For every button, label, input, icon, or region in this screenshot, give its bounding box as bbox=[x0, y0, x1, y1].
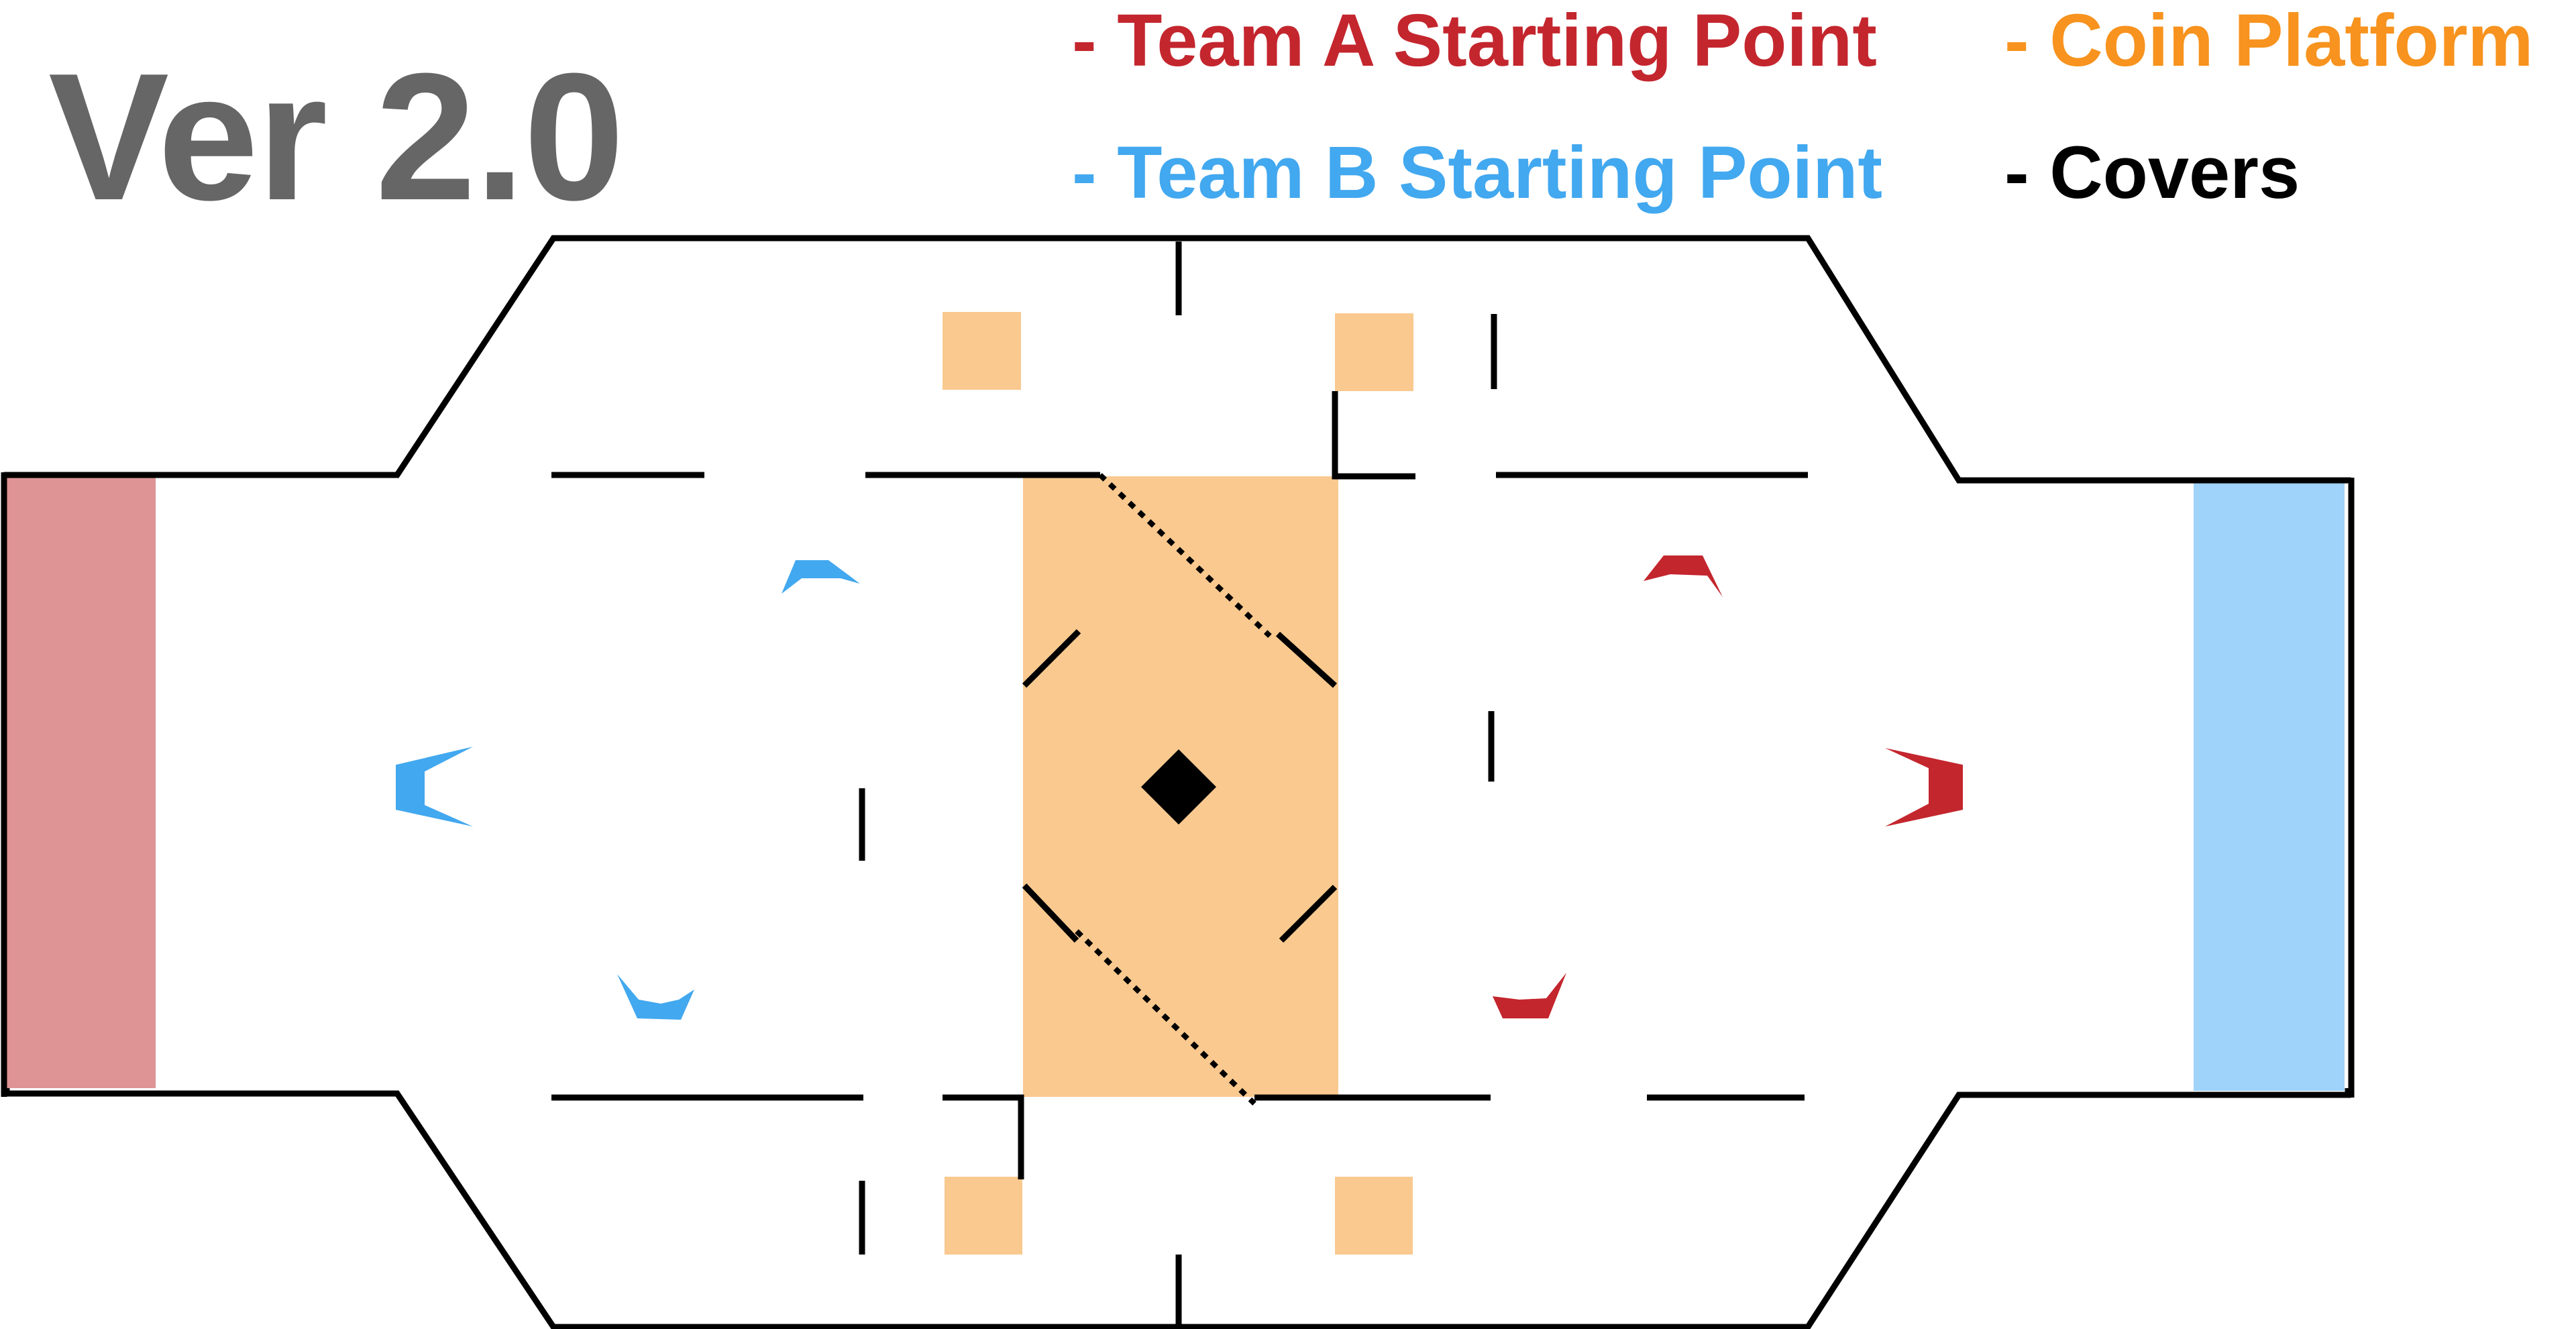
team-b-start-marker-top bbox=[782, 560, 860, 594]
team-a-start-marker-middle bbox=[1885, 748, 1963, 827]
legend-covers: - Covers bbox=[2004, 131, 2300, 214]
covers-center-diagonals bbox=[1022, 629, 1338, 943]
version-title: Ver 2.0 bbox=[48, 36, 625, 238]
covers-bottom bbox=[551, 1094, 1805, 1327]
covers-top bbox=[551, 242, 1808, 861]
team-b-start-marker-middle bbox=[396, 747, 473, 827]
legend-team-a: - Team A Starting Point bbox=[1072, 0, 1877, 82]
center-objective-diamond bbox=[1141, 749, 1216, 825]
outer-wall-top bbox=[3, 235, 2351, 484]
legend-team-b: - Team B Starting Point bbox=[1072, 131, 1883, 214]
coin-platform-bottom-right bbox=[1335, 1177, 1413, 1255]
team-b-start-marker-bottom bbox=[617, 974, 694, 1020]
team-a-start-marker-top bbox=[1644, 555, 1723, 597]
team-a-start-marker-bottom bbox=[1493, 973, 1566, 1018]
dotted-barrier-bottom bbox=[1075, 929, 1256, 1106]
coin-platform-bottom-left bbox=[945, 1177, 1022, 1255]
coin-platform-top-right bbox=[1335, 313, 1413, 391]
coin-platform-top-left bbox=[943, 312, 1021, 390]
team-b-spawn-zone bbox=[2194, 480, 2345, 1091]
legend-coin-platform: - Coin Platform bbox=[2004, 0, 2534, 82]
team-a-spawn-zone bbox=[7, 478, 156, 1088]
